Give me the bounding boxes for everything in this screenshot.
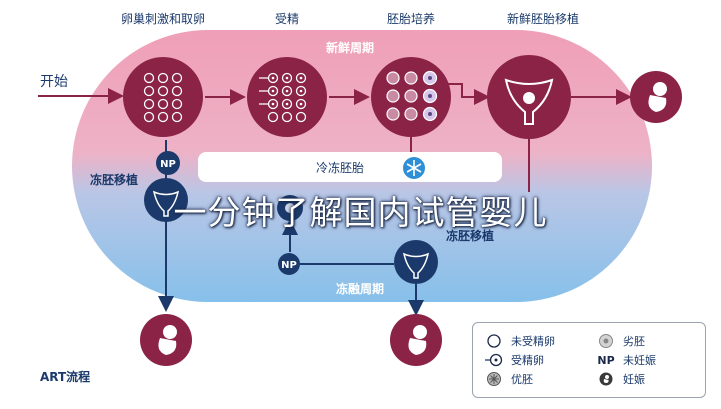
legend-label: 受精卵 — [511, 354, 544, 367]
svg-text:NP: NP — [160, 159, 176, 170]
snowflake-icon — [403, 157, 425, 179]
pregnant-baby-icon — [630, 71, 682, 123]
legend-item-pregnant: 妊娠 — [597, 371, 645, 387]
culture-node — [371, 57, 451, 137]
freeze-label: 冷冻胚胎 — [316, 160, 364, 175]
step-label-culture: 胚胎培养 — [387, 11, 435, 26]
middle-small-node — [277, 195, 303, 221]
legend: 未受精卵 受精卵 优胚 劣胚 NP 未妊娠 妊娠 — [472, 322, 706, 398]
legend-item-poor-embryo: 劣胚 — [597, 333, 645, 349]
freeze-bar — [198, 152, 502, 182]
pregnant-icon — [599, 372, 613, 386]
arrow-culture-transfer — [438, 83, 490, 105]
legend-item-fertilized: 受精卵 — [485, 352, 544, 368]
np-code: NP — [597, 353, 615, 367]
legend-label: 优胚 — [511, 373, 533, 386]
step-label-fresh-transfer: 新鲜胚胎移植 — [507, 11, 579, 26]
ovarian-node — [123, 57, 203, 137]
thaw-cycle-label: 冻融周期 — [336, 281, 384, 296]
good-embryo-icon — [487, 372, 501, 386]
fresh-transfer-node — [487, 55, 571, 139]
baby-icon-right — [390, 314, 442, 366]
poor-embryo-icon — [599, 334, 613, 348]
art-flow-label: ART流程 — [40, 370, 91, 384]
legend-label: 妊娠 — [623, 373, 645, 386]
fresh-cycle-label: 新鲜周期 — [326, 40, 374, 55]
unfertilized-egg-icon — [487, 334, 501, 348]
fertilized-egg-icon — [485, 353, 503, 367]
np-badge-middle: NP — [278, 253, 300, 275]
legend-item-good-embryo: 优胚 — [485, 371, 533, 387]
step-label-fertilization: 受精 — [275, 12, 299, 26]
legend-item-unfertilized: 未受精卵 — [485, 333, 555, 349]
legend-label: 未受精卵 — [511, 335, 555, 348]
svg-text:NP: NP — [281, 260, 297, 271]
frozen-transfer-right-label: 冻胚移植 — [446, 228, 494, 243]
baby-icon-left — [140, 314, 192, 366]
np-badge-left: NP — [156, 151, 180, 175]
legend-item-not-pregnant: NP 未妊娠 — [597, 352, 656, 368]
step-label-ovarian: 卵巢刺激和取卵 — [121, 12, 205, 26]
legend-label: 未妊娠 — [623, 354, 656, 367]
legend-label: 劣胚 — [623, 335, 645, 348]
fertilization-node — [247, 57, 327, 137]
thaw-transfer-node — [394, 240, 438, 284]
frozen-transfer-left-label: 冻胚移植 — [90, 172, 138, 187]
start-label: 开始 — [40, 74, 68, 90]
frozen-transfer-left-node — [144, 178, 188, 222]
